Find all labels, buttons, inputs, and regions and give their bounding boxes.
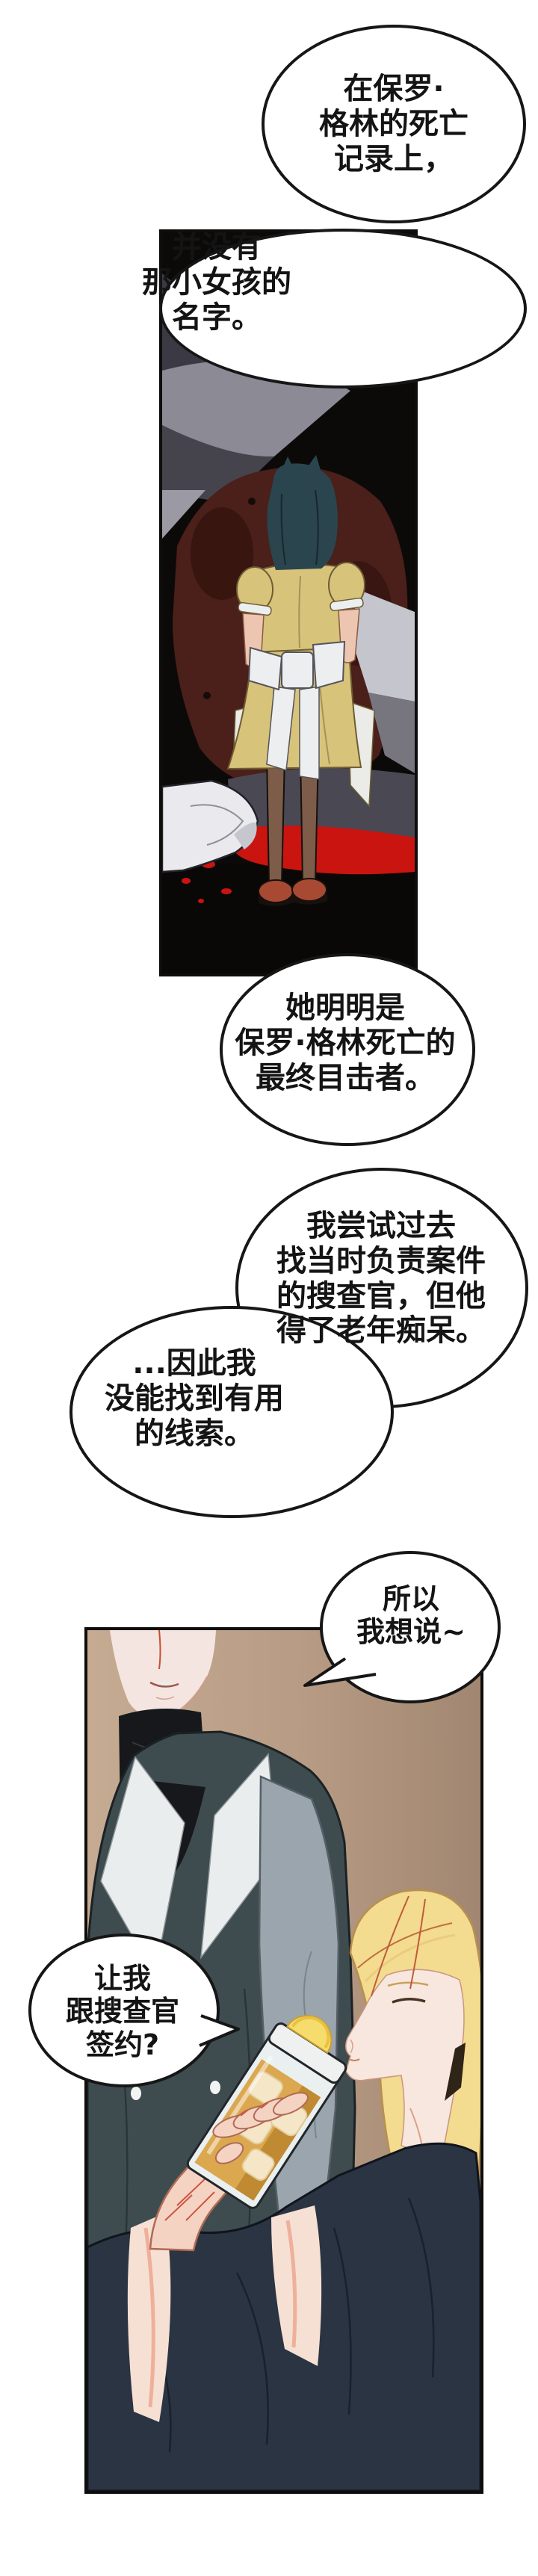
chest-skin bbox=[127, 2213, 171, 2422]
blood-drop bbox=[221, 888, 232, 894]
ice-cube bbox=[241, 2148, 275, 2181]
hair-strand bbox=[315, 489, 319, 566]
speech-bubble-5-text: ...因此我 没能找到有用 的线索。 bbox=[105, 1346, 284, 1451]
fallen-body bbox=[162, 779, 259, 873]
girl-hair bbox=[267, 463, 338, 570]
wrist-mark bbox=[185, 2191, 215, 2221]
man-mouth bbox=[149, 1681, 179, 1688]
coat-button bbox=[131, 2087, 141, 2100]
chest-shading bbox=[143, 2227, 155, 2408]
victim-girl bbox=[226, 455, 375, 906]
wrist-mark bbox=[164, 2194, 193, 2221]
hair-strand bbox=[357, 1922, 453, 1969]
hair-strand bbox=[409, 1898, 426, 1990]
blond-face bbox=[345, 1969, 465, 2160]
speech-bubble-1-text: 在保罗· 格林的死亡 记录上， bbox=[319, 72, 469, 176]
hair-spike bbox=[309, 455, 321, 470]
blood-drop bbox=[182, 878, 191, 884]
speech-bubble-6-tail bbox=[303, 1657, 377, 1687]
bodice-seam bbox=[298, 575, 301, 648]
apron-bow-tail bbox=[299, 686, 320, 780]
lemon-wedge bbox=[286, 2015, 333, 2054]
lip-shadow bbox=[155, 1696, 175, 1700]
speech-bubble-7 bbox=[28, 1933, 220, 2087]
hair-strand bbox=[371, 1895, 409, 1997]
hair-spike bbox=[282, 456, 294, 470]
speech-bubble-1 bbox=[262, 25, 526, 223]
paper-shape bbox=[162, 490, 205, 539]
wrist-mark bbox=[176, 2176, 208, 2206]
apron-bow-loop bbox=[312, 640, 346, 690]
lips bbox=[348, 2058, 360, 2061]
robe-fold bbox=[407, 2197, 435, 2378]
speckle bbox=[248, 498, 256, 505]
hair-strand bbox=[364, 1933, 456, 1983]
nose-shadow bbox=[350, 2039, 353, 2054]
robe-fold bbox=[333, 2227, 352, 2415]
hair-strand bbox=[280, 493, 286, 566]
paper-shape bbox=[368, 693, 415, 773]
chest-shading bbox=[285, 2220, 297, 2348]
speech-bubble-7-text: 让我 跟搜查官 签约? bbox=[65, 1962, 179, 2061]
shoe bbox=[258, 879, 294, 903]
blood-drop bbox=[198, 899, 204, 903]
blood-haze-dark bbox=[191, 507, 253, 600]
hand-fingers bbox=[212, 2092, 309, 2164]
leg bbox=[265, 755, 286, 885]
shoe bbox=[291, 878, 327, 902]
sleeve-fold bbox=[303, 1951, 312, 2019]
speech-bubble-5 bbox=[69, 1306, 394, 1518]
sleeve-cuff bbox=[238, 601, 272, 616]
apron-bow-knot bbox=[281, 651, 314, 689]
speech-bubble-3 bbox=[220, 953, 475, 1146]
closed-eye bbox=[392, 1998, 426, 2004]
apron-bow-loop bbox=[247, 646, 283, 691]
ear-shadow bbox=[445, 2043, 466, 2101]
paper-shape bbox=[350, 589, 415, 702]
speckle bbox=[203, 692, 211, 699]
speech-bubble-2 bbox=[159, 229, 527, 388]
coat-button bbox=[210, 2081, 220, 2094]
speech-bubble-4-text: 我尝试过去 找当时负责案件 的搜查官，但他 得了老年痴呆。 bbox=[276, 1209, 486, 1349]
robe-fold bbox=[235, 2272, 269, 2445]
hair-strand bbox=[158, 1630, 161, 1670]
speech-bubble-3-text: 她明明是 保罗·格林死亡的 最终目击者。 bbox=[235, 991, 456, 1095]
sleeve-cuff bbox=[330, 597, 364, 612]
blond-man bbox=[87, 1889, 480, 2491]
knuckle-mark bbox=[260, 2102, 269, 2109]
eyebrow bbox=[387, 1981, 429, 1987]
knuckle-mark bbox=[240, 2109, 249, 2117]
speech-bubble-7-tail bbox=[199, 2014, 240, 2047]
speech-bubble-6-text: 所以 我想说~ bbox=[356, 1582, 466, 1649]
speech-bubble-2-text: 并没有 那小女孩的 名字。 bbox=[142, 230, 291, 335]
man-face bbox=[110, 1630, 216, 1719]
